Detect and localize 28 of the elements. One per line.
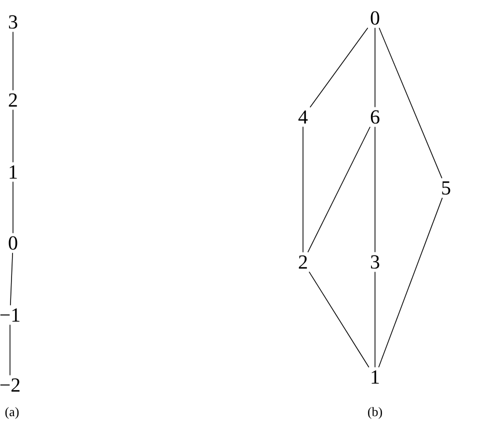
edge-line <box>12 181 14 234</box>
edge-line <box>10 252 13 306</box>
edge-line <box>12 109 14 163</box>
edge-line <box>378 28 442 179</box>
vertex-label: −1 <box>0 308 20 322</box>
vertex-label: 0 <box>370 11 380 25</box>
vertex-label: 3 <box>8 15 18 29</box>
vertex-label: 1 <box>10 165 17 179</box>
vertex-label: 3 <box>370 255 380 269</box>
edge-line <box>308 271 370 368</box>
vertex-label: 2 <box>298 255 307 269</box>
vertex-label: 2 <box>8 93 17 107</box>
vertex-label: 5 <box>442 181 450 195</box>
edge-line <box>302 126 304 253</box>
edge-line <box>374 126 376 253</box>
edge-line <box>12 31 14 91</box>
edge-line <box>307 126 370 253</box>
edge-line <box>374 271 376 368</box>
edge-line <box>374 28 376 108</box>
edge-line <box>378 197 443 368</box>
panel-label: (b) <box>368 407 382 419</box>
panel-label: (a) <box>5 407 19 419</box>
vertex-label: 6 <box>370 110 380 124</box>
vertex-label: 4 <box>298 110 308 124</box>
vertex-label: 0 <box>8 236 18 250</box>
vertex-label: 1 <box>372 370 379 384</box>
edge-line <box>310 28 368 108</box>
vertex-label: −2 <box>0 378 20 392</box>
